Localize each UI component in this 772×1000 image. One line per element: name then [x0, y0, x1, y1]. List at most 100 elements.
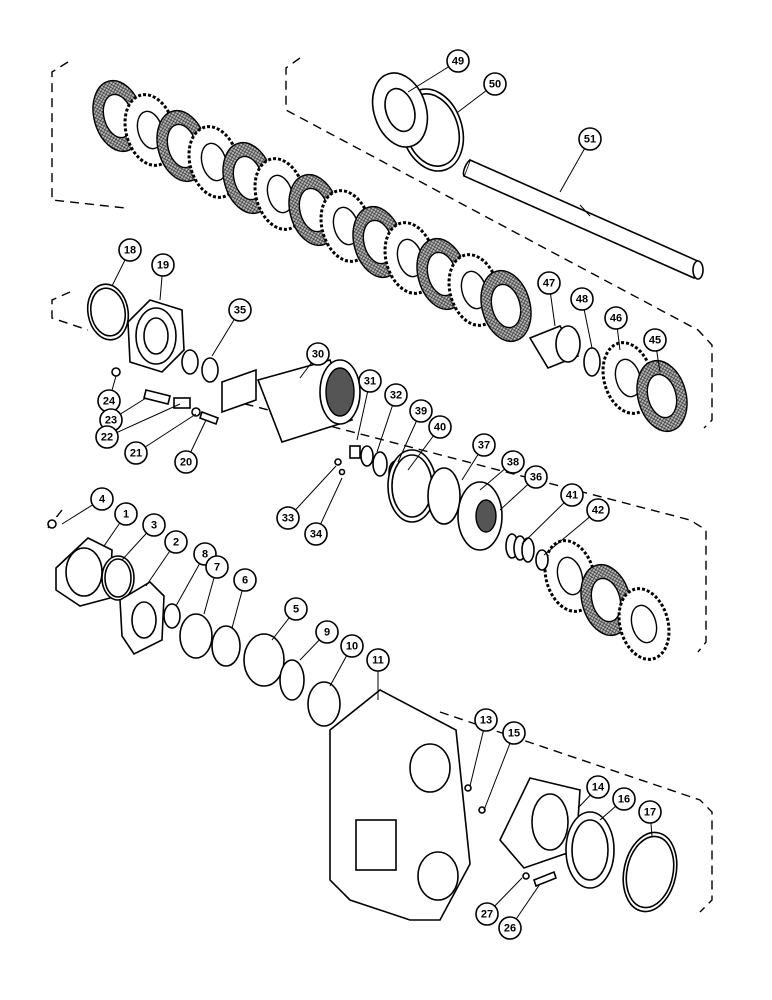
callout-number: 41 — [566, 490, 578, 502]
callout-number: 27 — [481, 909, 493, 921]
callout-50: 50 — [483, 72, 507, 96]
callout-42: 42 — [586, 498, 610, 522]
callout-number: 9 — [324, 627, 330, 639]
callout-26: 26 — [498, 916, 522, 940]
callout-number: 16 — [618, 794, 630, 806]
callout-10: 10 — [340, 634, 364, 658]
callout-number: 11 — [372, 655, 384, 667]
callout-2: 2 — [164, 530, 188, 554]
callout-number: 45 — [649, 335, 661, 347]
callout-13: 13 — [474, 708, 498, 732]
steel-plate — [253, 157, 307, 231]
callout-bubble — [474, 708, 498, 732]
callout-number: 21 — [130, 448, 142, 460]
callout-40: 40 — [428, 415, 452, 439]
shaft — [462, 158, 704, 280]
callout-bubble — [586, 498, 610, 522]
callout-number: 18 — [124, 245, 136, 257]
callout-number: 39 — [415, 406, 427, 418]
callout-number: 3 — [151, 520, 157, 532]
callout-number: 32 — [390, 390, 402, 402]
callout-number: 22 — [101, 432, 113, 444]
callout-bubble — [164, 530, 188, 554]
callout-35: 35 — [228, 298, 252, 322]
callout-bubble — [384, 383, 408, 407]
callout-bubble — [174, 450, 198, 474]
callout-16: 16 — [612, 787, 636, 811]
callout-number: 8 — [202, 549, 208, 561]
callout-number: 2 — [173, 537, 179, 549]
callout-bubble — [409, 399, 433, 423]
callout-31: 31 — [358, 369, 382, 393]
friction-disc — [636, 359, 688, 433]
callout-number: 14 — [592, 782, 605, 794]
callout-number: 50 — [489, 79, 501, 91]
callout-number: 20 — [180, 457, 192, 469]
leader-line — [483, 732, 515, 811]
valve-parts-20-24 — [111, 367, 220, 426]
callout-bubble — [284, 597, 308, 621]
callout-number: 51 — [584, 134, 596, 146]
callout-number: 42 — [592, 505, 604, 517]
callout-bubble — [498, 916, 522, 940]
callout-bubble — [142, 513, 166, 537]
callout-1: 1 — [114, 502, 138, 526]
callout-32: 32 — [384, 383, 408, 407]
callout-number: 35 — [234, 305, 246, 317]
callout-36: 36 — [524, 465, 548, 489]
callout-bubble — [276, 506, 300, 530]
callout-number: 4 — [99, 494, 106, 506]
callout-number: 37 — [478, 440, 490, 452]
callout-bubble — [114, 502, 138, 526]
callout-9: 9 — [315, 620, 339, 644]
callout-38: 38 — [501, 450, 525, 474]
callout-bubble — [358, 369, 382, 393]
callout-number: 5 — [293, 604, 299, 616]
callout-22: 22 — [95, 425, 119, 449]
callout-7: 7 — [205, 555, 229, 579]
spring-41 — [505, 533, 549, 571]
callout-27: 27 — [475, 902, 499, 926]
callout-30: 30 — [306, 342, 330, 366]
retainer-19 — [127, 299, 185, 373]
callout-bubble — [118, 238, 142, 262]
callout-number: 49 — [452, 56, 464, 68]
callout-bubble — [612, 787, 636, 811]
callout-3: 3 — [142, 513, 166, 537]
callout-number: 36 — [530, 472, 542, 484]
callout-number: 33 — [282, 513, 294, 525]
callout-number: 17 — [644, 807, 656, 819]
callout-bubble — [570, 287, 594, 311]
callout-number: 13 — [480, 715, 492, 727]
friction-disc — [480, 269, 532, 343]
callout-bubble — [124, 441, 148, 465]
callout-bubble — [560, 483, 584, 507]
leader-line — [106, 403, 181, 438]
callout-number: 7 — [214, 562, 220, 574]
callout-bubble — [638, 800, 662, 824]
callout-bubble — [578, 127, 602, 151]
callout-bubble — [586, 775, 610, 799]
callout-number: 38 — [507, 457, 519, 469]
callout-bubble — [483, 72, 507, 96]
callout-39: 39 — [409, 399, 433, 423]
callout-number: 19 — [157, 260, 169, 272]
callout-number: 15 — [508, 728, 520, 740]
group-boundary-top — [51, 57, 713, 429]
callout-46: 46 — [604, 306, 628, 330]
callout-number: 40 — [434, 422, 446, 434]
hub-47 — [528, 325, 601, 377]
callout-bubble — [151, 253, 175, 277]
steel-plate-49 — [371, 72, 429, 148]
callout-bubble — [315, 620, 339, 644]
callout-14: 14 — [586, 775, 610, 799]
callout-48: 48 — [570, 287, 594, 311]
callout-4: 4 — [90, 487, 114, 511]
callout-41: 41 — [560, 483, 584, 507]
callout-bubble — [205, 555, 229, 579]
piston-36 — [387, 449, 503, 551]
callout-37: 37 — [472, 433, 496, 457]
callout-33: 33 — [276, 506, 300, 530]
callout-17: 17 — [638, 800, 662, 824]
